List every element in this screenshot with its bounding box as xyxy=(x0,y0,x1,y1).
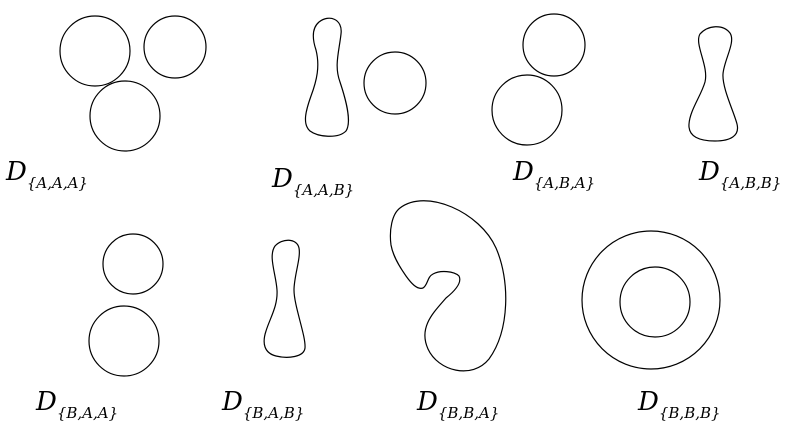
disk xyxy=(363,51,427,115)
disk-lower xyxy=(491,74,563,146)
annulus-inner-circle xyxy=(619,266,691,338)
diagram-baa: D{B,A,A} xyxy=(35,233,164,422)
disk-upper xyxy=(102,233,164,295)
peanut-region xyxy=(263,239,306,358)
peanut-region xyxy=(304,17,350,137)
peanut-region xyxy=(688,26,739,142)
diagram-bbb: D{B,B,B} xyxy=(581,230,721,422)
diagram-aaa: D{A,A,A} xyxy=(5,15,207,192)
label-aaa: D{A,A,A} xyxy=(5,157,88,192)
label-aab: D{A,A,B} xyxy=(271,164,354,199)
disk-upper-right xyxy=(143,15,207,79)
diagram-aba: D{A,B,A} xyxy=(491,13,595,192)
annulus-outer-circle xyxy=(581,230,721,370)
diagram-bab: D{B,A,B} xyxy=(221,239,306,422)
label-bbb: D{B,B,B} xyxy=(637,387,721,422)
label-aba: D{A,B,A} xyxy=(512,157,595,192)
label-bba: D{B,B,A} xyxy=(416,387,499,422)
disk-lower xyxy=(88,305,160,377)
label-bab: D{B,A,B} xyxy=(221,387,304,422)
label-baa: D{B,A,A} xyxy=(35,387,118,422)
disk-lower xyxy=(89,80,161,152)
diagram-abb: D{A,B,B} xyxy=(688,26,781,192)
label-abb: D{A,B,B} xyxy=(698,157,781,192)
disk-upper xyxy=(522,13,586,77)
diagram-aab: D{A,A,B} xyxy=(271,17,427,199)
disk-upper-left xyxy=(59,15,131,87)
diagram-bba: D{B,B,A} xyxy=(389,200,507,422)
curled-region xyxy=(389,200,507,372)
